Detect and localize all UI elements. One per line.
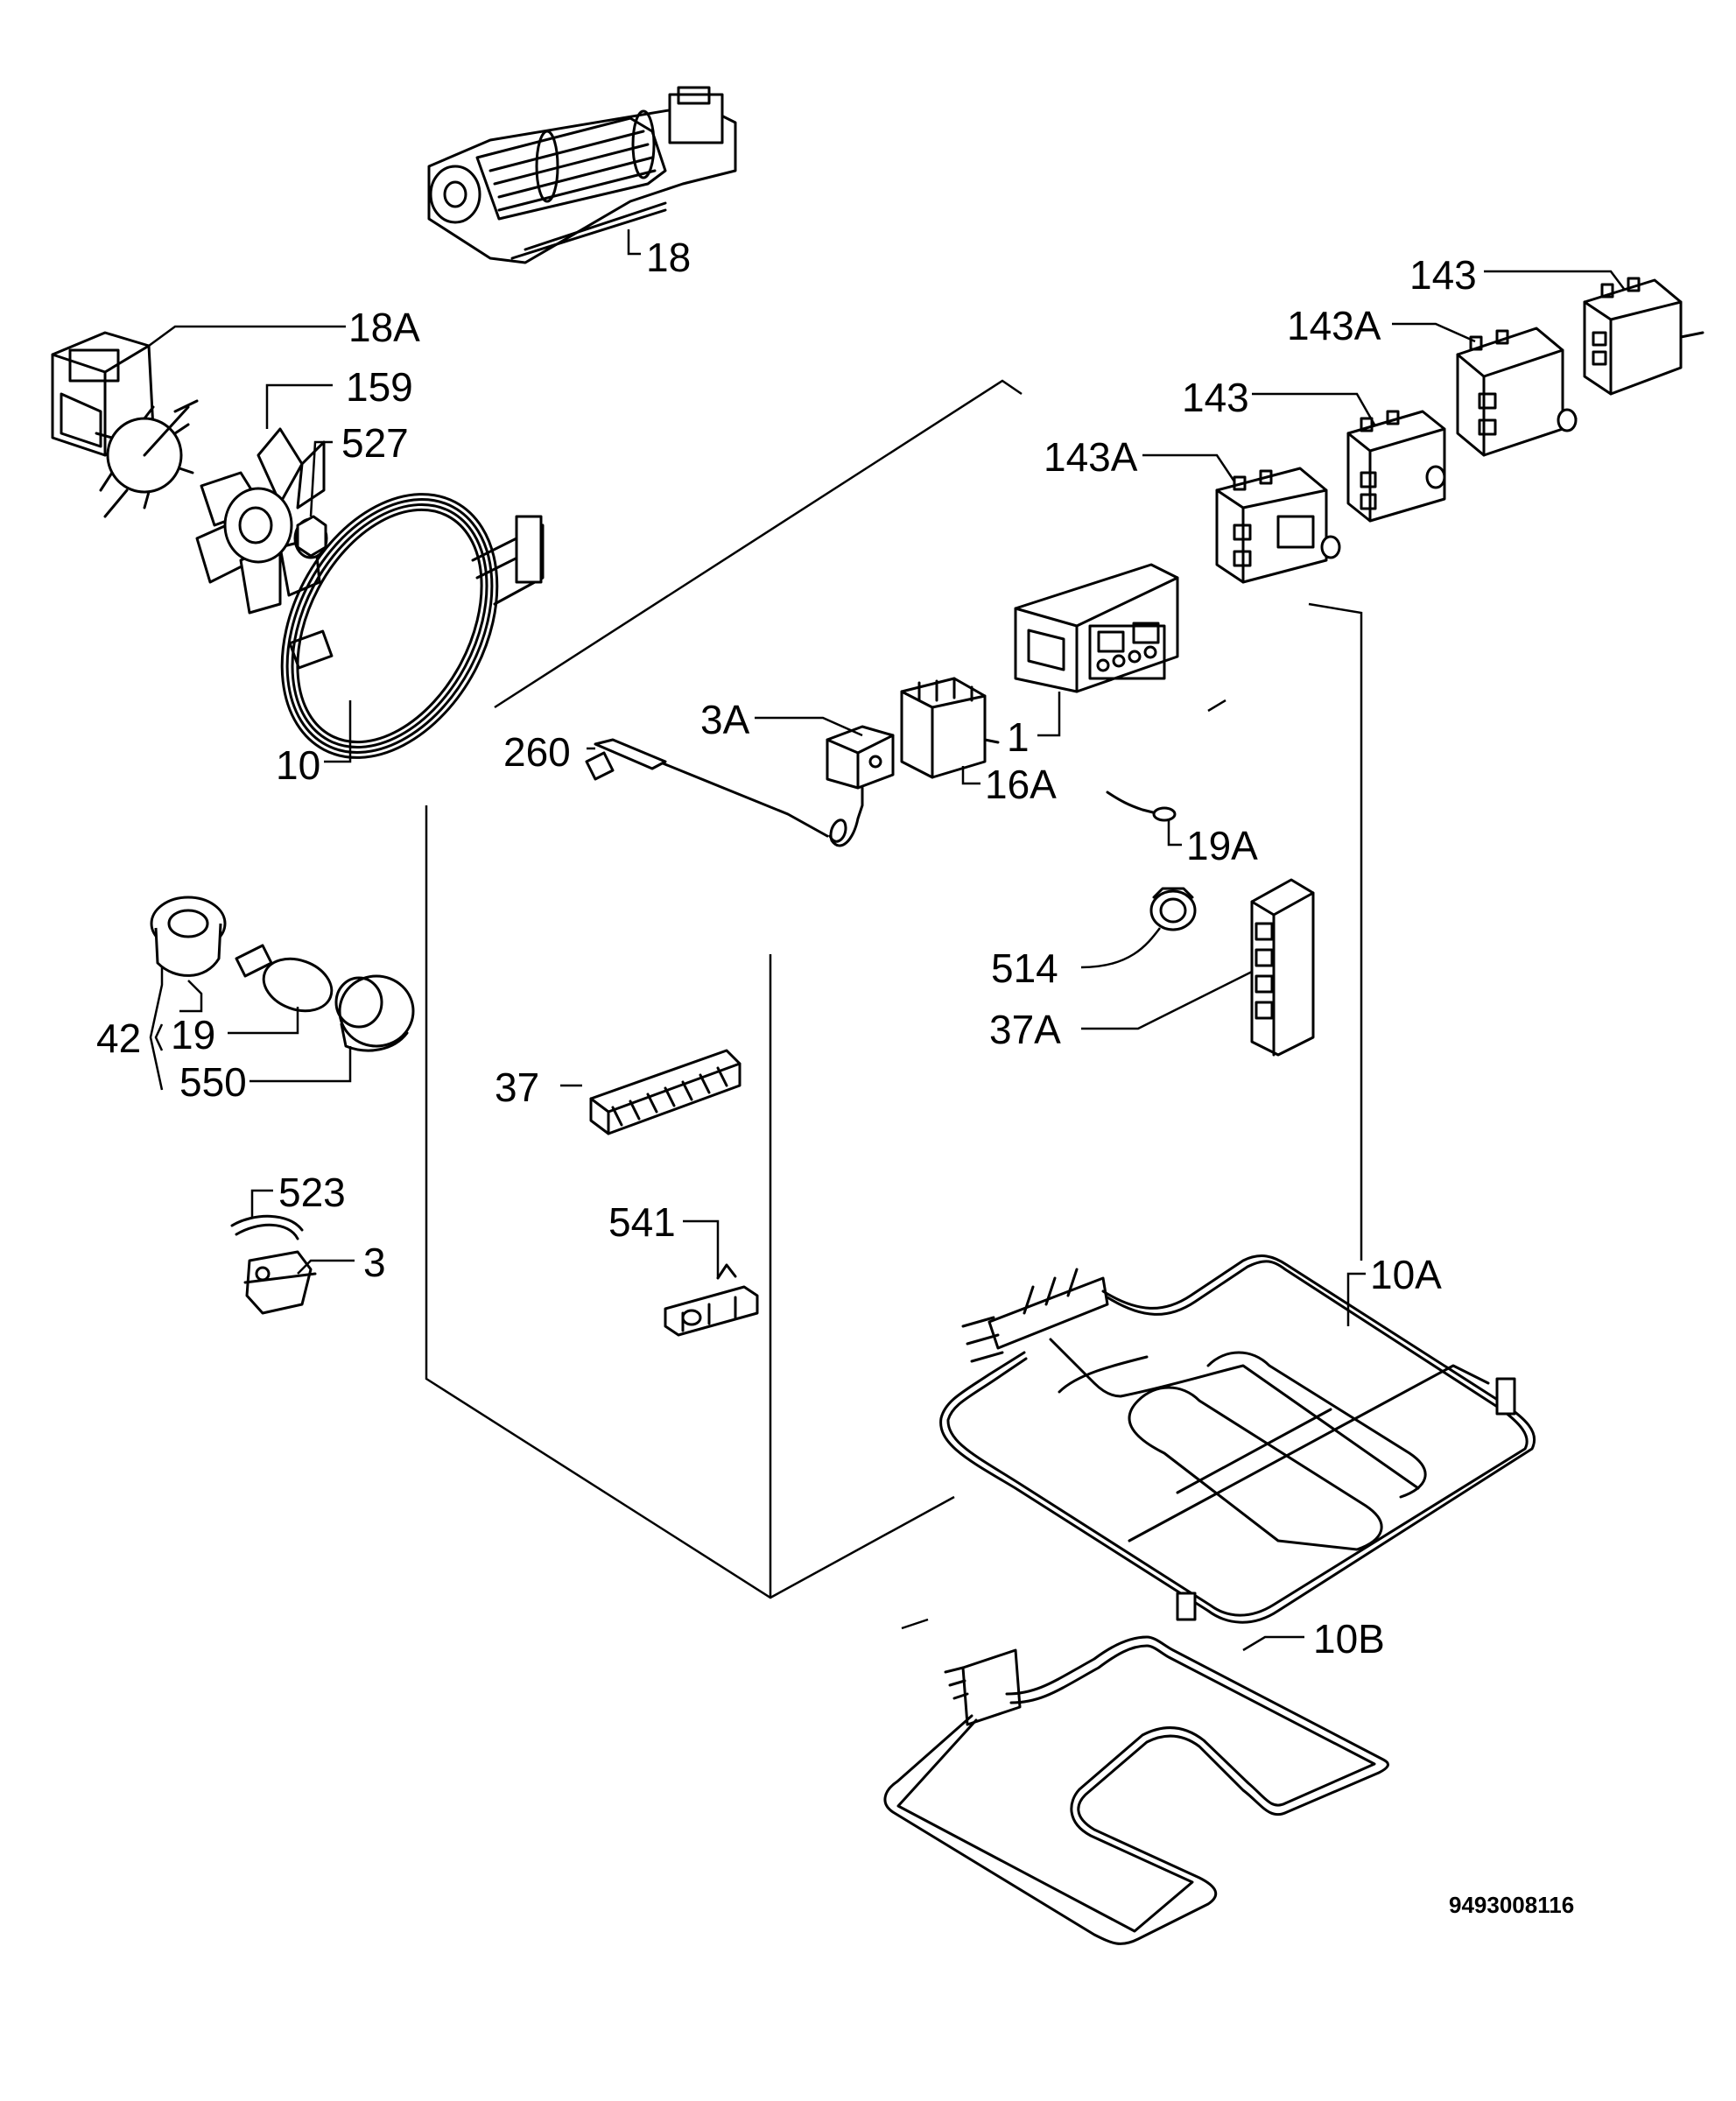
label-514: 514 [991, 945, 1058, 991]
part-labels: 18 18A 159 527 10 143 143A 143 143A 1 3A… [96, 235, 1477, 1662]
bottom-heating-element-part [883, 1635, 1389, 1945]
label-527: 527 [341, 420, 409, 466]
label-19: 19 [171, 1012, 215, 1058]
terminal-strip-37-part [589, 1049, 741, 1135]
label-523: 523 [278, 1170, 346, 1215]
terminal-block-37a-part [1250, 878, 1315, 1057]
selector-switch-143-lower [1346, 410, 1446, 523]
label-37a: 37A [989, 1007, 1061, 1052]
electronic-timer-part [1014, 563, 1179, 693]
label-10a: 10A [1370, 1252, 1442, 1297]
selector-switch-143a-top [1456, 327, 1578, 457]
safety-thermostat-part [243, 1250, 317, 1315]
label-159: 159 [346, 364, 413, 410]
spring-clip-part [230, 1214, 304, 1240]
lamp-bulb-part [235, 944, 334, 1013]
label-18a: 18A [348, 305, 420, 350]
label-143a-lower: 143A [1044, 434, 1138, 480]
label-3: 3 [363, 1240, 386, 1285]
fan-motor-part [51, 331, 199, 518]
label-541: 541 [608, 1199, 676, 1245]
label-16a: 16A [985, 762, 1057, 807]
oven-cavity-outline [425, 379, 1363, 1630]
lamp-wire-19a-part [1106, 791, 1177, 822]
leader-lines [148, 229, 1625, 1652]
label-143-top: 143 [1409, 252, 1477, 298]
label-42: 42 [96, 1015, 141, 1061]
label-19a: 19A [1186, 823, 1258, 868]
door-switch-part [664, 1263, 759, 1337]
lamp-holder-part [150, 896, 227, 977]
diagram-reference-number: 9493008116 [1449, 1892, 1574, 1918]
circular-heating-element-part [280, 493, 545, 759]
label-550: 550 [179, 1059, 247, 1105]
label-1: 1 [1007, 714, 1030, 760]
sensor-probe-part [585, 738, 667, 781]
lamp-cover-part [334, 974, 415, 1052]
label-260: 260 [503, 729, 571, 775]
label-143-lower: 143 [1182, 375, 1249, 420]
label-37: 37 [495, 1065, 539, 1110]
label-10: 10 [276, 742, 320, 788]
tangential-fan-part [427, 86, 737, 264]
selector-switch-143-top [1583, 277, 1704, 396]
grommet-part [1149, 887, 1197, 931]
fan-impeller-part [195, 427, 328, 615]
selector-switch-143a-lower [1215, 467, 1341, 584]
label-3a: 3A [700, 697, 750, 742]
label-18: 18 [646, 235, 691, 280]
label-10b: 10B [1313, 1616, 1385, 1662]
grill-heating-element-part [939, 1254, 1536, 1624]
label-143a-top: 143A [1287, 303, 1381, 348]
function-switch-16a-part [900, 677, 1000, 779]
thermostat-3a-part [646, 725, 895, 847]
impeller-nut-part [296, 515, 327, 558]
